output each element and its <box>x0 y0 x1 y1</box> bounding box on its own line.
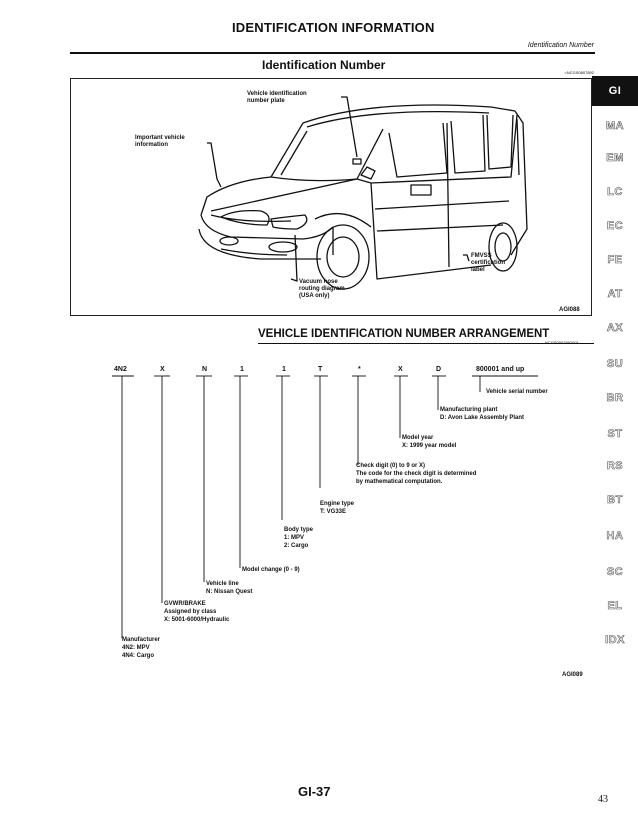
label-important-info: Important vehicle information <box>135 135 185 148</box>
side-tab-em[interactable]: EM <box>606 152 624 165</box>
section-title: Identification Number <box>262 58 386 72</box>
side-tab-ec[interactable]: EC <box>606 220 624 233</box>
vin-char-check: * <box>358 366 361 373</box>
header-rule <box>70 52 595 54</box>
arrangement-title: VEHICLE IDENTIFICATION NUMBER ARRANGEMEN… <box>258 328 550 340</box>
side-tab-su[interactable]: SU <box>606 358 624 371</box>
desc-year: Model year X: 1999 year model <box>402 435 457 449</box>
vin-char-serial: 800001 and up <box>476 366 525 373</box>
desc-line: Vehicle line N: Nissan Quest <box>206 581 253 595</box>
side-tab-rs[interactable]: RS <box>606 460 624 473</box>
desc-serial: Vehicle serial number <box>486 389 548 395</box>
side-tab-ax[interactable]: AX <box>606 322 624 335</box>
page-title: IDENTIFICATION INFORMATION <box>232 20 435 35</box>
desc-model-change: Model change (0 - 9) <box>242 567 300 573</box>
vin-leader-lines <box>112 375 538 638</box>
side-tab-ma[interactable]: MA <box>605 120 625 133</box>
arrangement-ref-code: NCGS0007592001 <box>545 340 579 345</box>
page-footer-title: GI-37 <box>298 784 331 799</box>
desc-plant: Manufacturing plant D: Avon Lake Assembl… <box>440 407 525 421</box>
desc-manufacturer: Manufacturer 4N2: MPV 4N4: Cargo <box>122 637 161 659</box>
side-tab-st[interactable]: ST <box>607 428 623 441</box>
vin-char-gvwr: X <box>160 366 165 373</box>
vin-char-engine: T <box>318 366 323 373</box>
desc-body: Body type 1: MPV 2: Cargo <box>284 527 314 549</box>
section-ref-code: =NCGS0807892 <box>564 70 594 75</box>
page-number: 43 <box>598 794 608 805</box>
label-vin-plate: Vehicle identification number plate <box>247 91 307 104</box>
desc-check: Check digit (0) to 9 or X) The code for … <box>356 463 477 485</box>
side-tab-sc[interactable]: SC <box>606 566 624 579</box>
vin-char-body: 1 <box>282 366 286 373</box>
side-tab-fe[interactable]: FE <box>607 254 623 267</box>
desc-engine: Engine type T: VG33E <box>320 501 355 515</box>
desc-gvwr: GVWR/BRAKE Assigned by class X: 5001-600… <box>164 601 230 623</box>
vin-char-year: X <box>398 366 403 373</box>
side-tab-gi[interactable]: GI <box>592 76 638 106</box>
label-vacuum-hose: Vacuum hose routing diagram (USA only) <box>299 279 345 299</box>
side-tab-br[interactable]: BR <box>606 392 624 405</box>
figure-id: AGI088 <box>559 307 580 313</box>
side-tab-el[interactable]: EL <box>607 600 623 613</box>
vin-char-plant: D <box>436 366 442 373</box>
label-fmvss: FMVSS certification label <box>471 253 506 273</box>
vin-char-manufacturer: 4N2 <box>114 366 127 373</box>
arrangement-rule <box>258 343 594 344</box>
side-tab-bt[interactable]: BT <box>607 494 623 507</box>
running-header: Identification Number <box>527 42 594 49</box>
van-figure-box: Vehicle identification number plate Impo… <box>70 78 592 316</box>
side-tab-lc[interactable]: LC <box>607 186 623 199</box>
vin-char-line: N <box>202 366 208 373</box>
van-illustration <box>198 96 528 290</box>
side-tab-idx[interactable]: IDX <box>605 634 625 647</box>
arrangement-figure-id: AGI089 <box>562 672 583 678</box>
side-tab-ha[interactable]: HA <box>606 530 624 543</box>
side-tab-at[interactable]: AT <box>607 288 623 301</box>
vin-char-model-change: 1 <box>240 366 244 373</box>
